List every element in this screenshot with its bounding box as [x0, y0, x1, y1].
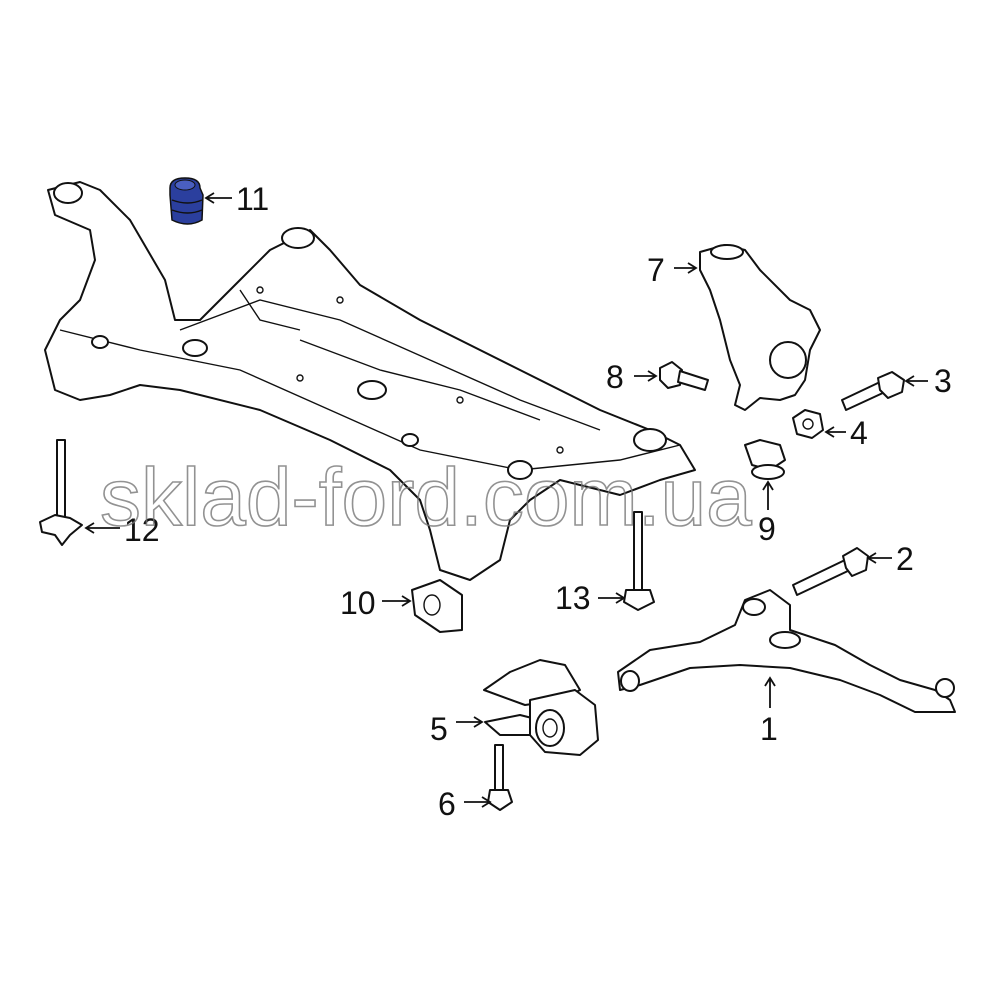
- callout-5: 5: [430, 711, 448, 747]
- callout-6: 6: [438, 786, 456, 822]
- knuckle-bolt[interactable]: [841, 371, 905, 411]
- callout-8: 8: [606, 359, 624, 395]
- bracket-bolt[interactable]: [487, 744, 513, 811]
- callout-11: 11: [236, 181, 269, 217]
- callout-4: 4: [850, 415, 868, 451]
- callout-7: 7: [647, 252, 665, 288]
- callout-2: 2: [896, 541, 914, 577]
- control-arm-front-bolt[interactable]: [792, 547, 869, 596]
- subframe-bushing-highlighted[interactable]: [169, 177, 204, 225]
- callout-9: 9: [758, 511, 776, 547]
- watermark: sklad-ford.com.ua: [100, 452, 752, 543]
- steering-knuckle[interactable]: [699, 244, 821, 411]
- subframe-mount-bolt[interactable]: [623, 511, 655, 611]
- lower-control-arm[interactable]: [617, 589, 956, 713]
- stabilizer-bushing[interactable]: [744, 439, 786, 480]
- pinch-bolt[interactable]: [659, 361, 709, 391]
- callout-10: 10: [340, 585, 376, 621]
- subframe-bracket[interactable]: [411, 579, 463, 633]
- callout-1: 1: [760, 711, 778, 747]
- callout-13: 13: [555, 580, 591, 616]
- callout-arrows: [84, 192, 928, 808]
- callout-3: 3: [934, 363, 952, 399]
- callout-12: 12: [124, 512, 160, 548]
- subframe[interactable]: [44, 181, 696, 581]
- rear-bushing-bracket[interactable]: [483, 659, 599, 756]
- subframe-stud[interactable]: [39, 439, 83, 546]
- nut[interactable]: [792, 409, 824, 439]
